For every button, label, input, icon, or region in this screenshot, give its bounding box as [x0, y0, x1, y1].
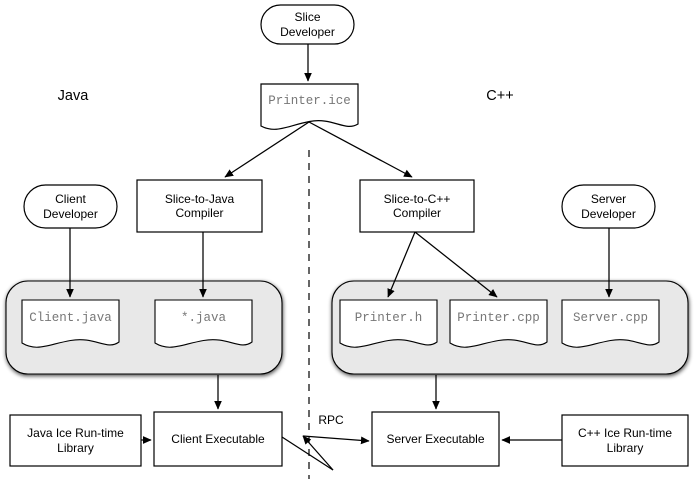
- edge-rpc-vertex-to-serverexe: [302, 435, 370, 445]
- cpp-runtime-library-shape: [561, 414, 689, 467]
- edge-rpc-client-to-vertex: [281, 436, 334, 471]
- client-developer-shape: [23, 184, 118, 229]
- edge-slicecpp-to-printerh: [387, 231, 416, 298]
- slice-to-cpp-compiler-shape: [359, 179, 475, 233]
- printer-cpp-shape: [449, 299, 548, 348]
- server-developer-shape: [561, 184, 656, 229]
- edge-printerice-to-slicejava: [224, 121, 310, 178]
- slice-to-java-compiler-shape: [136, 179, 263, 233]
- server-cpp-shape: [561, 299, 660, 348]
- edge-rpc-vertex-to-server: [302, 435, 334, 471]
- client-java-shape: [21, 299, 120, 348]
- printer-h-shape: [339, 299, 438, 348]
- client-executable-shape: [153, 411, 283, 467]
- java-runtime-library-shape: [9, 414, 142, 467]
- star-java-shape: [154, 299, 253, 348]
- edge-printerice-to-slicecpp: [308, 121, 413, 178]
- edge-slicecpp-to-printercpp: [414, 231, 498, 298]
- printer-ice-shape: [260, 83, 359, 130]
- server-executable-shape: [371, 411, 500, 467]
- slice-developer-shape: [260, 4, 355, 45]
